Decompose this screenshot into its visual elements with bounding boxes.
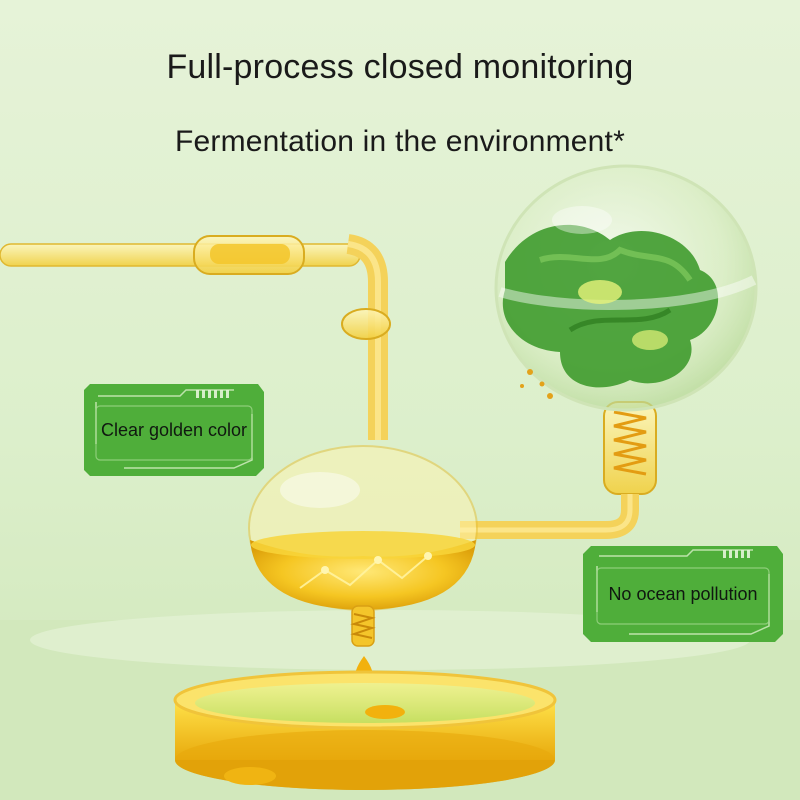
badge-background <box>84 384 264 476</box>
seaweed <box>502 224 719 388</box>
badge-no-ocean-pollution: No ocean pollution <box>583 546 783 642</box>
oil-flask <box>248 445 478 647</box>
floor-glow <box>30 610 750 670</box>
seaweed-sphere <box>494 164 758 412</box>
badge-ocean-label: No ocean pollution <box>608 583 758 604</box>
badge-clear-golden-color: Clear golden color <box>84 384 264 476</box>
badge-golden-label: Clear golden color <box>100 419 248 440</box>
subheadline: Fermentation in the environment* <box>175 125 625 158</box>
right-glass-tube <box>460 401 657 539</box>
badge-background <box>583 546 783 642</box>
left-glass-tube <box>0 234 391 440</box>
headline: Full-process closed monitoring <box>166 48 634 86</box>
petri-dish <box>173 670 557 790</box>
